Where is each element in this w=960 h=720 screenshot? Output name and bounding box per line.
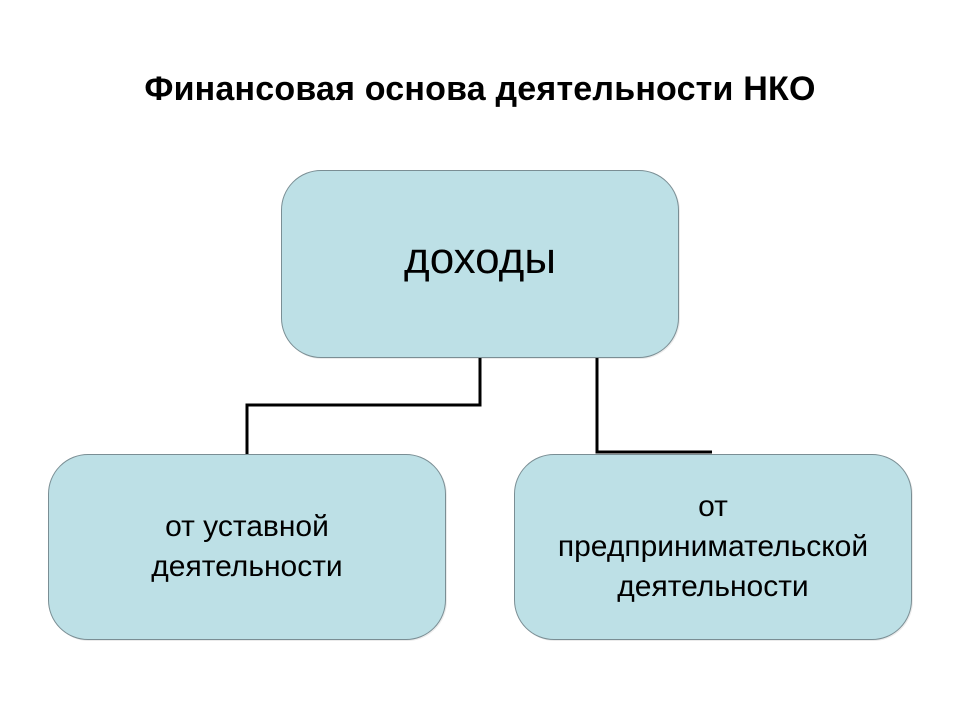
node-income: доходы	[281, 170, 679, 358]
node-business-activity: от предпринимательской деятельности	[514, 454, 912, 640]
node-statutory-activity: от уставной деятельности	[48, 454, 446, 640]
slide-title: Финансовая основа деятельности НКО	[144, 70, 816, 108]
node-business-activity-label: от предпринимательской деятельности	[557, 490, 869, 603]
node-statutory-activity-label: от уставной деятельности	[151, 510, 343, 583]
connector-root-to-left	[245, 358, 482, 454]
connector-root-to-right	[595, 358, 712, 454]
node-income-label: доходы	[404, 234, 556, 283]
